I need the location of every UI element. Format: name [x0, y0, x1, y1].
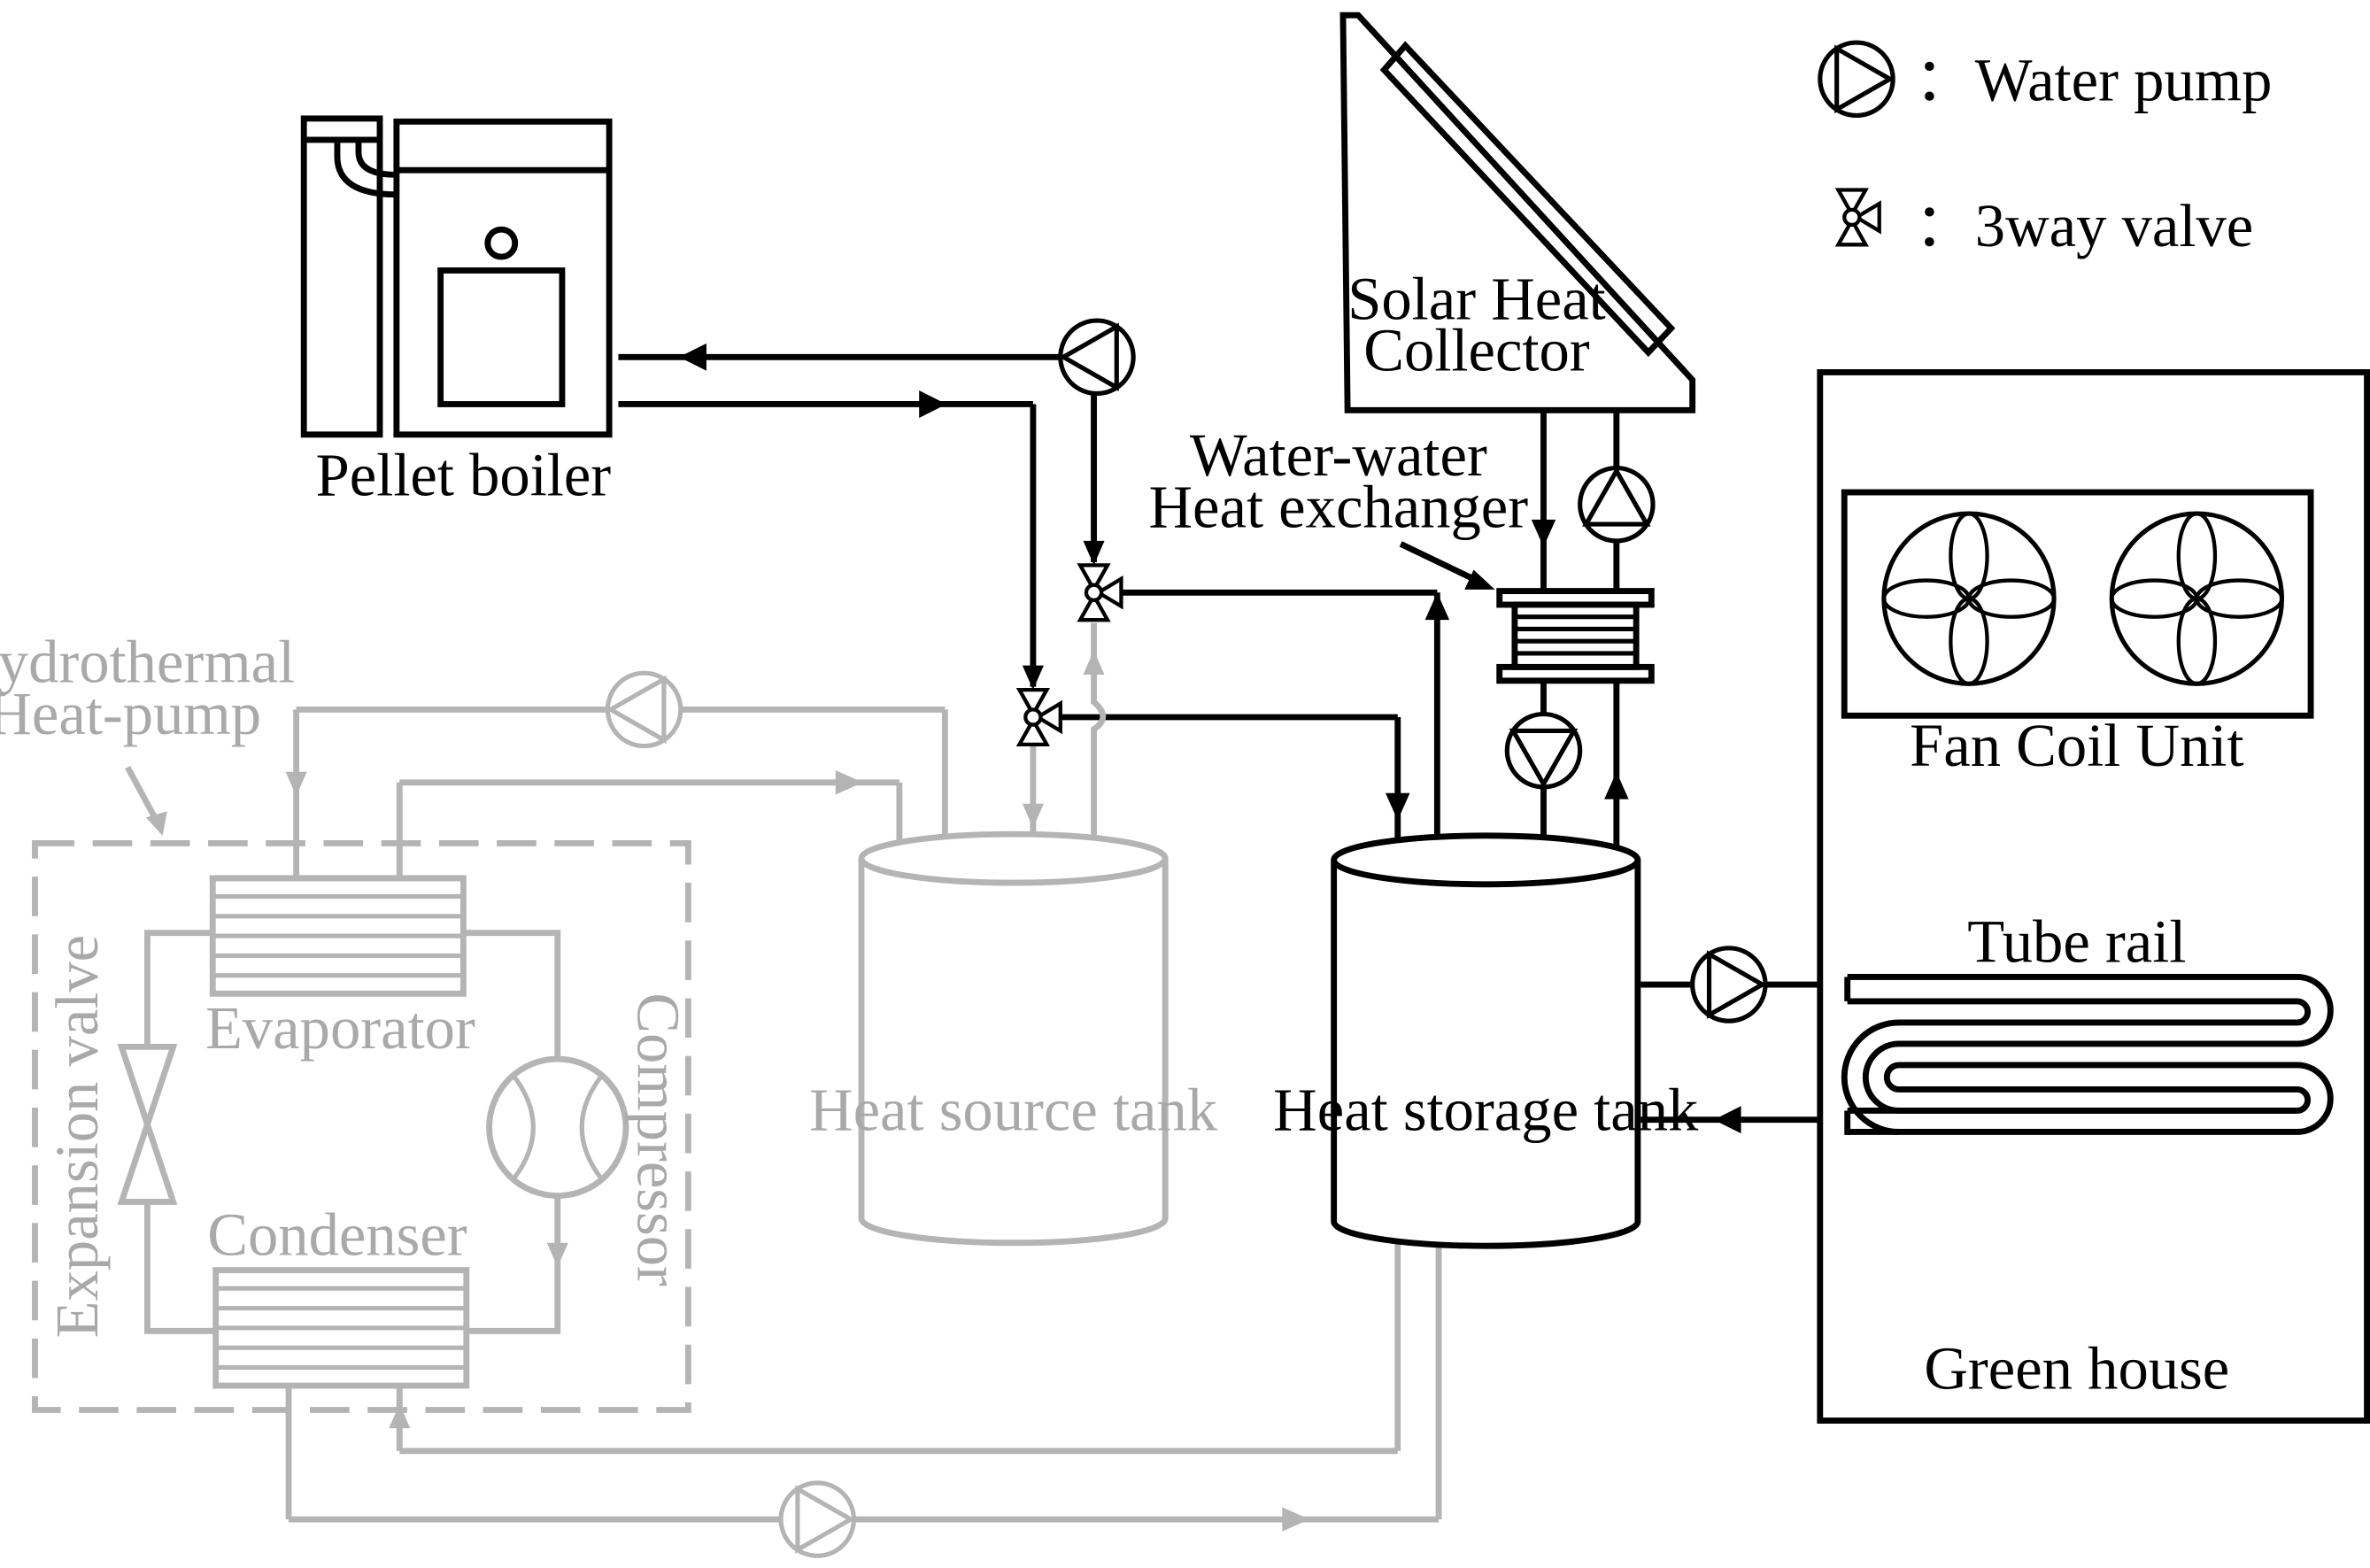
fan-coil-unit-label: Fan Coil Unit	[1910, 712, 2243, 779]
condenser: Condenser	[207, 1201, 470, 1389]
heat-exchanger-icon: Water-water Heat exchanger	[1148, 421, 1655, 684]
water-pump-icon	[1507, 714, 1579, 787]
water-pump-icon	[607, 673, 680, 745]
legend-3way-valve-label: ：3way valve	[1914, 192, 2253, 259]
hydrothermal-heat-pump: Hydrothermal Heat-pump Evaporator Conden…	[0, 629, 692, 1413]
compressor: Compressor	[486, 993, 692, 1286]
evaporator: Evaporator	[205, 875, 475, 1062]
expansion-valve-label: Expansion valve	[43, 935, 111, 1338]
green-house-label: Green house	[1924, 1334, 2229, 1402]
solar-panel-icon: Solar Heat Collector	[1339, 12, 1696, 413]
pellet-boiler: Pellet boiler	[300, 115, 613, 508]
legend: ：Water pump ：3way valve	[1820, 42, 2272, 259]
heat-pump-label-line1: Hydrothermal	[0, 629, 295, 696]
inactive-piping	[285, 622, 1442, 1532]
compressor-label: Compressor	[625, 993, 692, 1286]
water-pump-icon	[1580, 468, 1653, 541]
evaporator-label: Evaporator	[205, 994, 475, 1062]
tube-rail	[1841, 974, 2334, 1135]
green-house: Fan Coil Unit Tube rail Green house	[1817, 369, 2370, 1424]
tube-rail-label: Tube rail	[1967, 908, 2186, 975]
three-way-valve-icon	[1019, 690, 1060, 745]
heat-exchanger-label-line1: Water-water	[1190, 421, 1487, 489]
solar-collector-label-line1: Solar Heat	[1347, 265, 1606, 332]
heat-storage-tank: Heat storage tank	[1273, 832, 1699, 1249]
heat-pump-label-line2: Heat-pump	[0, 680, 261, 747]
water-pump-icon	[1061, 321, 1133, 393]
active-piping	[618, 343, 1820, 1134]
legend-water-pump-label: ：Water pump	[1914, 46, 2272, 113]
three-way-valve-icon	[1080, 565, 1121, 620]
pellet-boiler-label: Pellet boiler	[316, 441, 612, 508]
solar-collector-label-line2: Collector	[1363, 317, 1590, 384]
heat-source-tank: Heat source tank	[809, 830, 1218, 1247]
expansion-valve: Expansion valve	[43, 935, 178, 1338]
heat-exchanger-label-line2: Heat exchanger	[1148, 473, 1528, 540]
water-pump-icon	[1820, 42, 1893, 115]
condenser-label: Condenser	[207, 1201, 467, 1268]
heat-source-tank-label: Heat source tank	[809, 1077, 1218, 1144]
three-way-valve-icon	[1838, 190, 1879, 245]
water-pump-icon	[781, 1483, 853, 1556]
heat-storage-tank-label: Heat storage tank	[1273, 1077, 1699, 1144]
water-pump-icon	[1693, 948, 1765, 1021]
